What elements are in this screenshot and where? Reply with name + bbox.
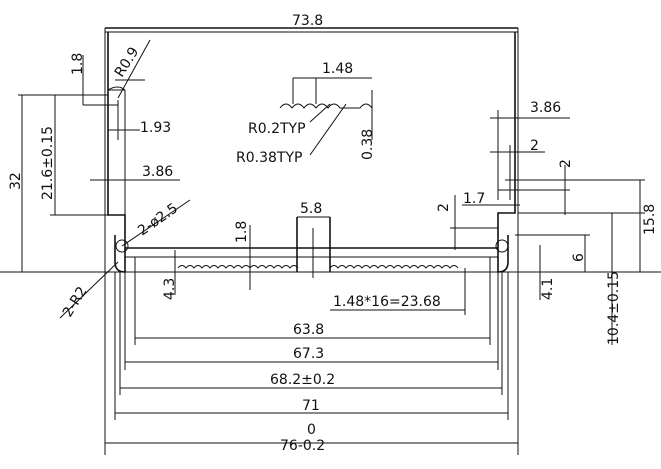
dim-76: 76-0.2 [280,438,325,454]
dim-67-3: 67.3 [293,346,324,362]
dim-71: 71 [302,398,320,414]
dim-2-r2: 2-R2 [60,284,91,320]
dim-4-1: 4.1 [540,278,556,300]
dim-1-8-mid: 1.8 [234,221,250,243]
dim-1-8-top: 1.8 [70,53,86,75]
dim-2-right-a: 2 [530,138,539,154]
serrated-teeth [177,265,459,269]
dim-1-7: 1.7 [463,191,485,207]
dim-2-right-c: 2 [436,203,452,212]
dimension-labels: 73.8 1.8 R0.9 1.48 R0.2TYP R0.38TYP 0.38… [8,13,658,454]
dim-4-3: 4.3 [162,278,178,300]
dim-5-8: 5.8 [300,201,322,217]
profile-outline [104,27,519,455]
dim-10-4: 10.4±0.15 [606,271,622,345]
dim-2-right-b: 2 [558,159,574,168]
dim-0: 0 [307,422,316,438]
dim-r0-38typ: R0.38TYP [236,150,302,166]
dim-6: 6 [571,253,587,262]
tooth-detail [279,77,373,156]
dim-73-8: 73.8 [292,13,323,29]
dim-68-2: 68.2±0.2 [270,372,335,388]
dim-1-48-top: 1.48 [322,61,353,77]
dim-15-8: 15.8 [642,204,658,235]
dim-3-86-right: 3.86 [530,100,561,116]
dim-63-8: 63.8 [293,322,324,338]
dim-r0-2typ: R0.2TYP [248,121,306,137]
dim-0-38: 0.38 [360,129,376,160]
dim-32: 32 [8,172,24,190]
dim-21-6: 21.6±0.15 [40,126,56,200]
dim-1-93: 1.93 [140,120,171,136]
dim-2-phi2-5: 2-ø2.5 [135,200,181,239]
dimension-lines [0,31,661,444]
dim-3-86-left: 3.86 [142,164,173,180]
dim-teeth-span: 1.48*16=23.68 [333,294,441,310]
